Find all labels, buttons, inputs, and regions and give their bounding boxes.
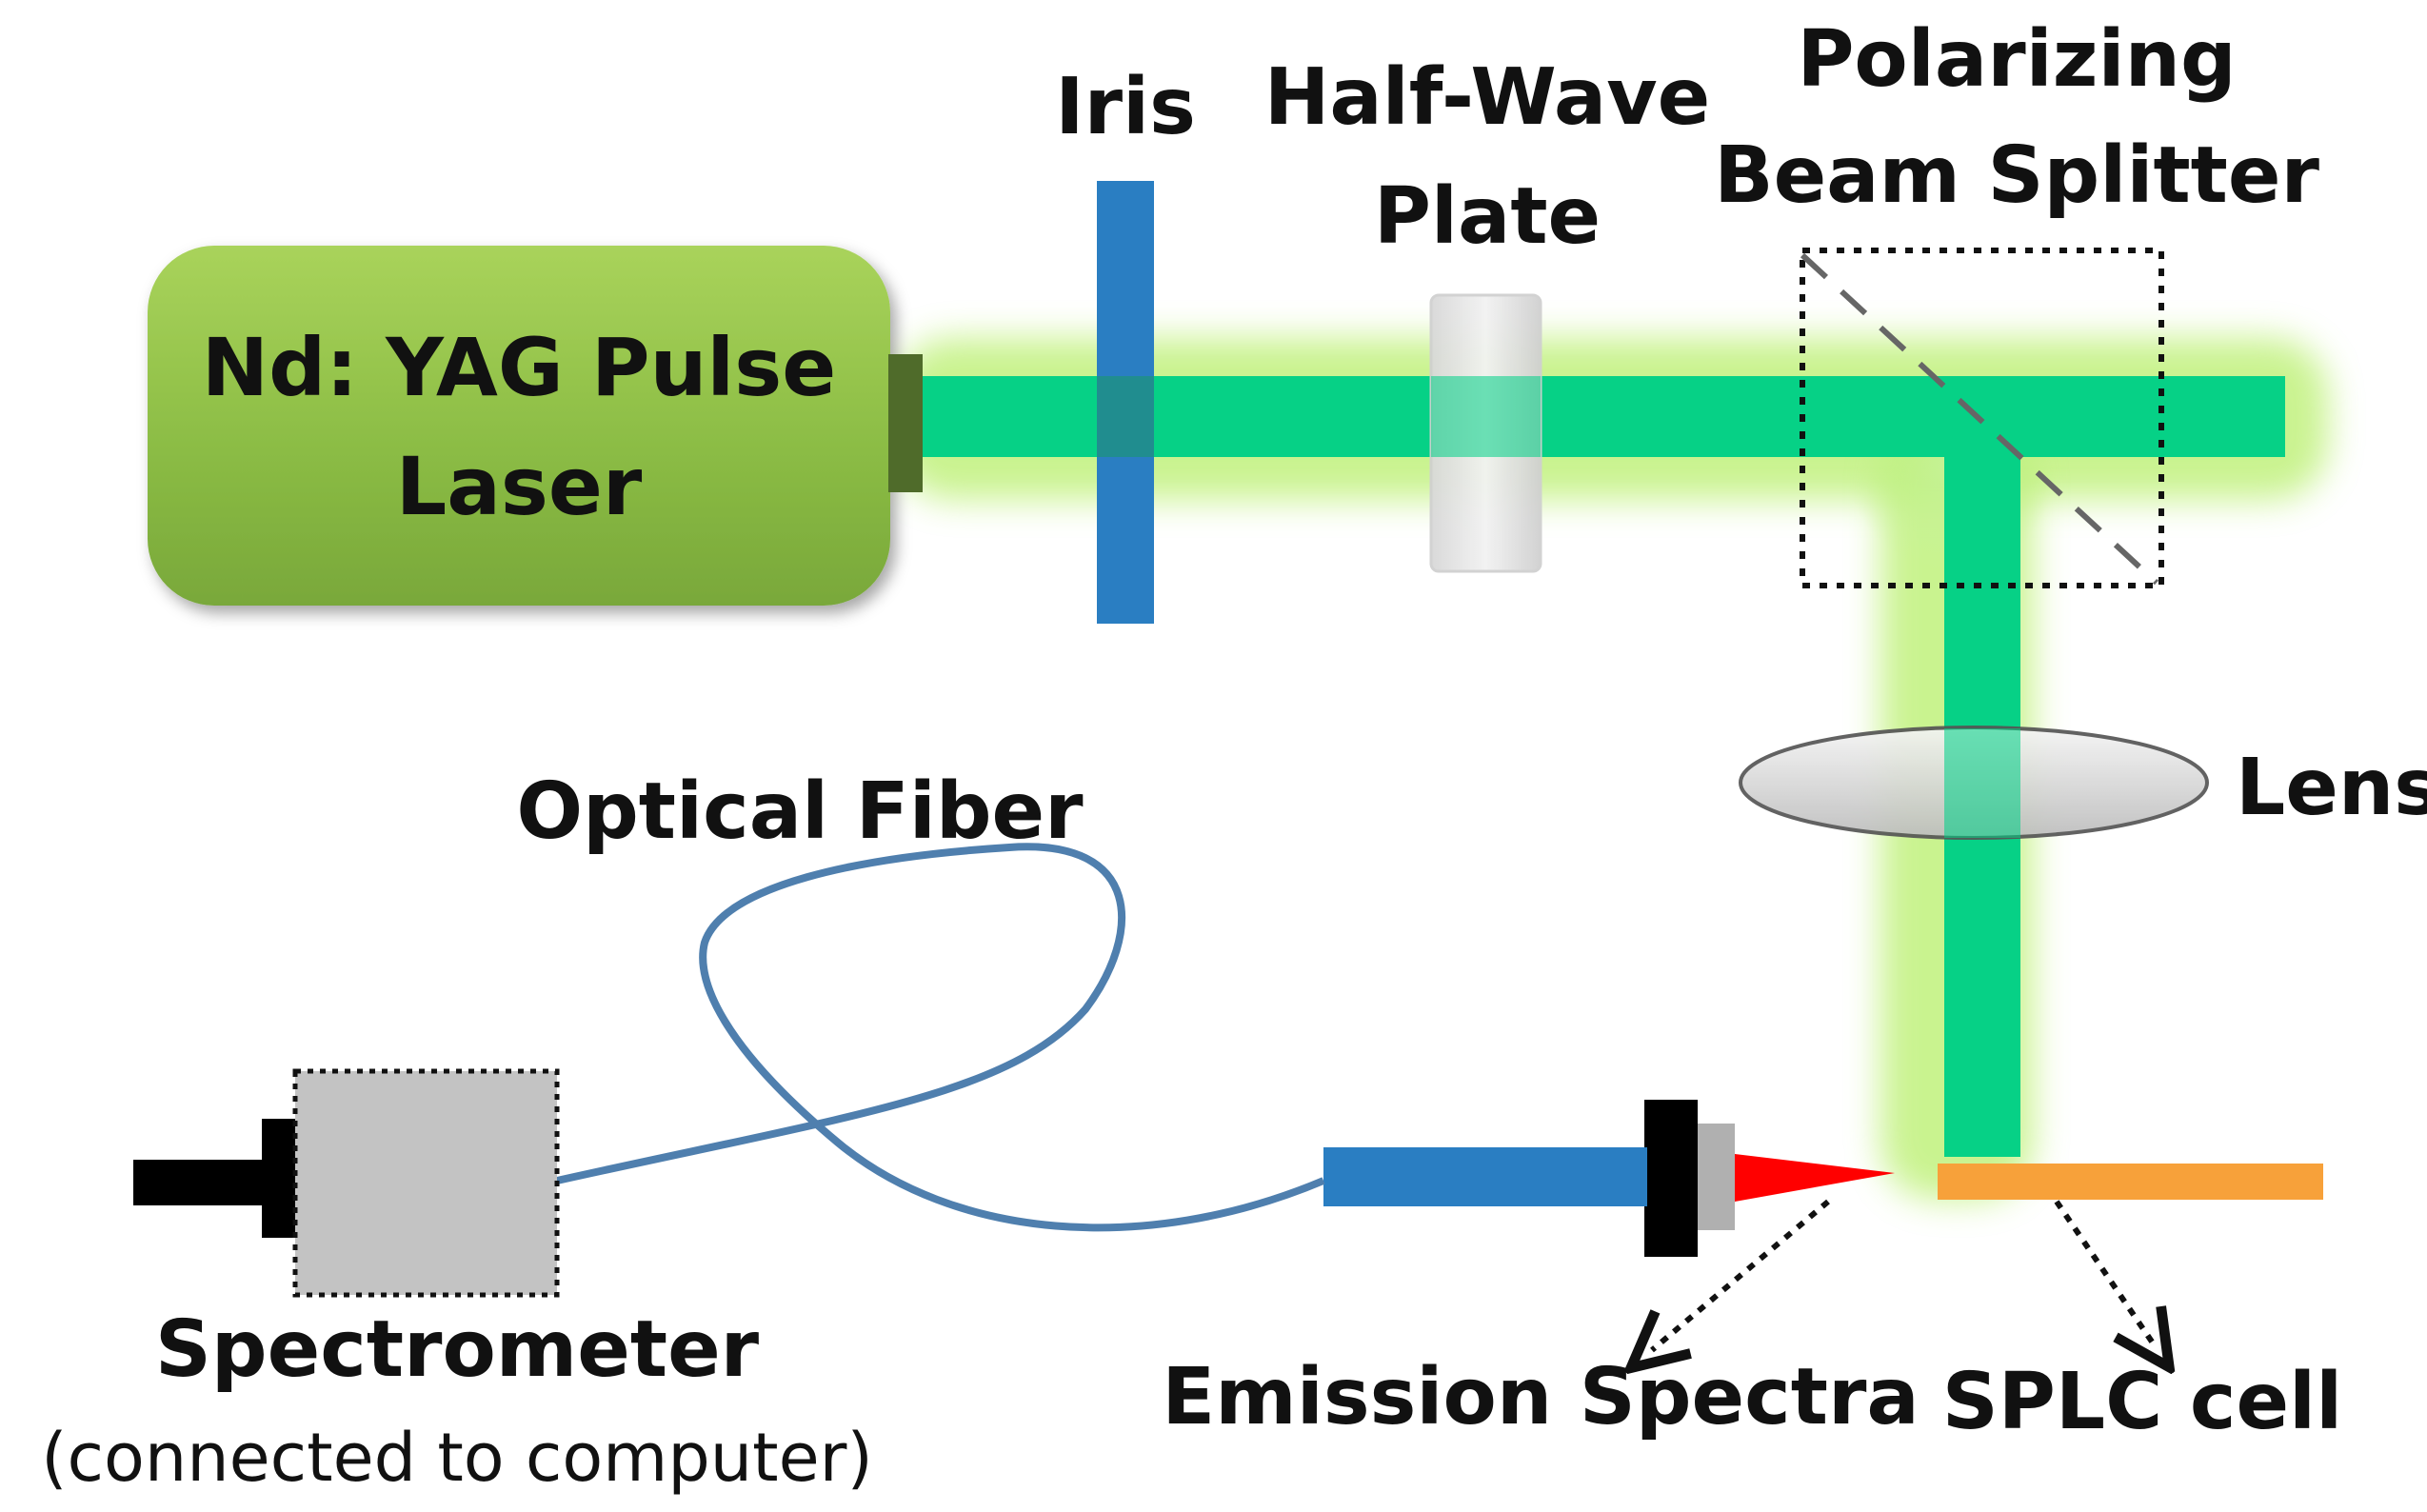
beam-splitter-label-line2: Beam Splitter xyxy=(1714,130,2319,221)
splc-cell: SPLC cell xyxy=(1938,1164,2342,1447)
fiber-probe xyxy=(1323,1147,1647,1206)
spectrometer-label: Spectrometer xyxy=(155,1304,760,1395)
lens: Lens xyxy=(1739,726,2427,840)
spectrometer-sublabel: (connected to computer) xyxy=(41,1419,873,1497)
splc-cell-label: SPLC cell xyxy=(1942,1357,2343,1447)
optical-fiber: Optical Fiber xyxy=(516,766,1325,1232)
half-wave-plate: Half-Wave Plate xyxy=(1264,52,1711,573)
laser-label-line2: Laser xyxy=(396,440,643,533)
half-wave-plate-label-line2: Plate xyxy=(1374,171,1601,262)
half-wave-plate-label-line1: Half-Wave xyxy=(1264,52,1711,143)
emission-probe: Emission Spectra xyxy=(1162,1100,1920,1442)
beam-splitter-label-line1: Polarizing xyxy=(1797,14,2236,105)
laser-label-line1: Nd: YAG Pulse xyxy=(202,321,836,414)
polarizing-beam-splitter: Polarizing Beam Splitter xyxy=(1714,14,2319,588)
spectrometer: Spectrometer (connected to computer) xyxy=(41,1068,873,1497)
optical-fiber-label: Optical Fiber xyxy=(516,766,1084,857)
laser-aperture xyxy=(888,354,923,492)
emission-cone xyxy=(1735,1154,1895,1202)
emission-spectra-label: Emission Spectra xyxy=(1162,1352,1920,1442)
iris-label: Iris xyxy=(1055,62,1196,152)
laser: Nd: YAG Pulse Laser xyxy=(148,246,923,606)
iris: Iris xyxy=(1055,62,1196,624)
lens-label: Lens xyxy=(2236,743,2427,833)
